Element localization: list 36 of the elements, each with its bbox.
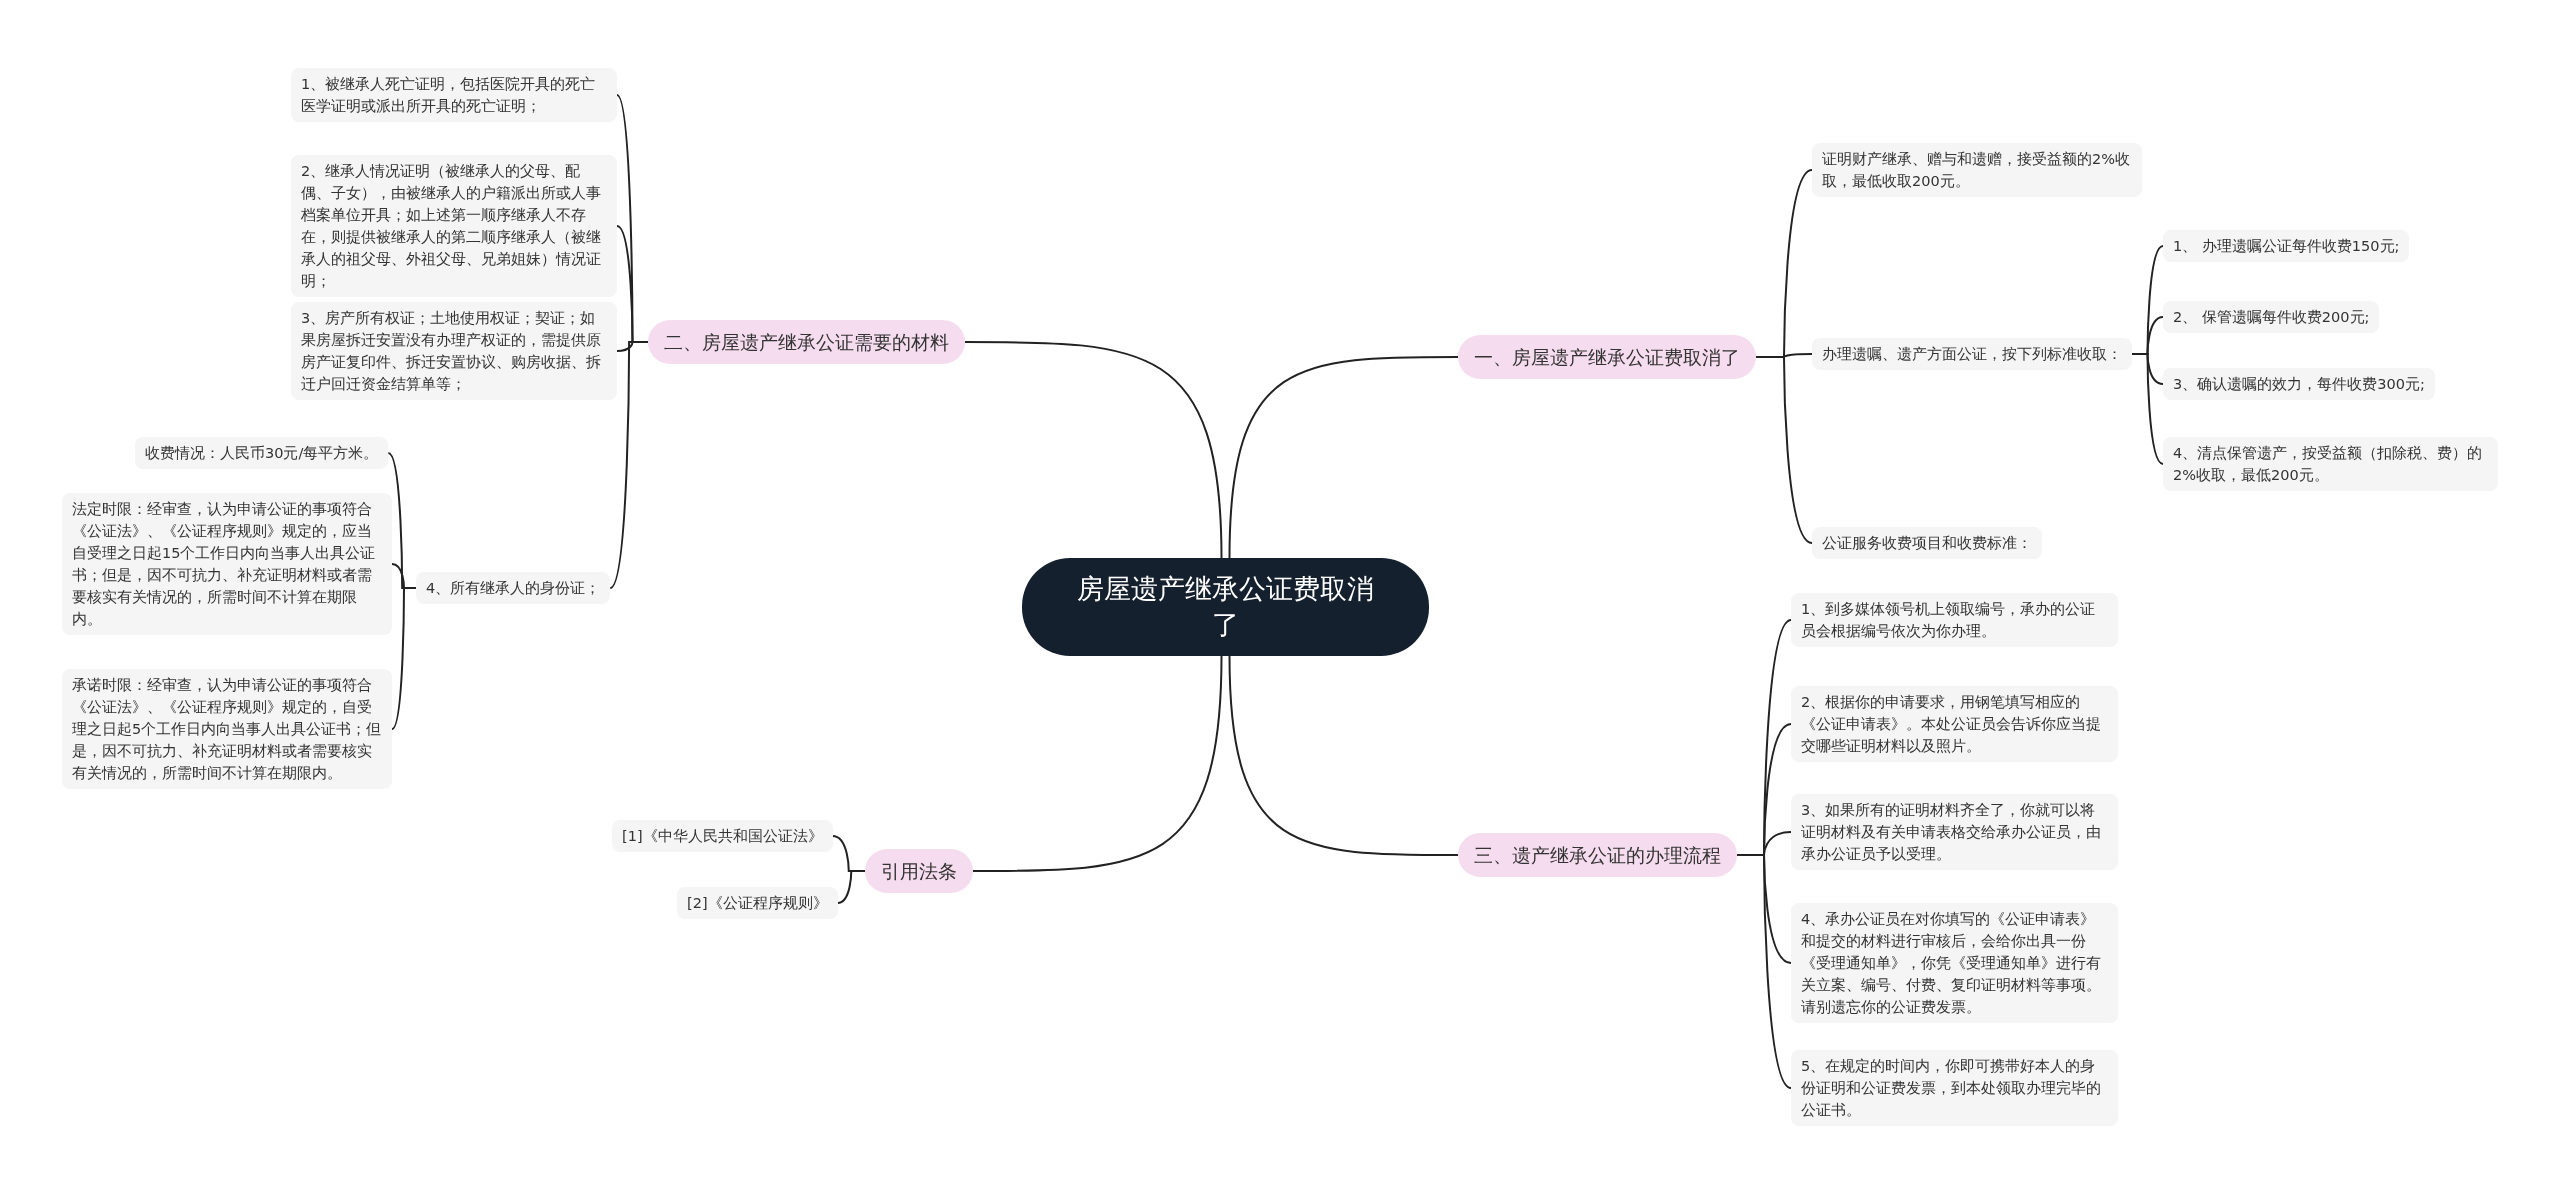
central-topic: 房屋遗产继承公证费取消了 xyxy=(1022,558,1429,656)
text-card: 1、到多媒体领号机上领取编号，承办的公证员会根据编号依次为你办理。 xyxy=(1791,593,2118,647)
topic-pill: 一、房屋遗产继承公证费取消了 xyxy=(1458,335,1756,379)
text-card: 1、 办理遗嘱公证每件收费150元; xyxy=(2163,230,2410,262)
text-card: 3、房产所有权证；土地使用权证；契证；如果房屋拆迁安置没有办理产权证的，需提供原房产证复印件、拆迁安置协议、购房收据、拆迁户回迁资金结算单等； xyxy=(291,302,617,400)
connector-line xyxy=(1755,356,1813,544)
connector-line xyxy=(972,655,1223,872)
text-card: 2、 保管遗嘱每件收费200元; xyxy=(2163,301,2380,333)
connector-line xyxy=(836,870,866,904)
connector-line xyxy=(964,341,1223,559)
text-card: 2、根据你的申请要求，用钢笔填写相应的《公证申请表》。本处公证员会告诉你应当提交哪些证明材料以及照片。 xyxy=(1791,686,2118,762)
text-card: 收费情况：人民币30元/每平方米。 xyxy=(135,437,389,469)
text-card: 3、确认遗嘱的效力，每件收费300元; xyxy=(2163,368,2435,400)
text-card: [2]《公证程序规则》 xyxy=(677,887,838,919)
connector-line xyxy=(2131,353,2164,465)
topic-pill: 三、遗产继承公证的办理流程 xyxy=(1458,833,1737,877)
connector-line xyxy=(1228,356,1459,559)
text-card: [1]《中华人民共和国公证法》 xyxy=(612,820,833,852)
text-card: 证明财产继承、赠与和遗赠，接受益额的2%收取，最低收取200元。 xyxy=(1812,143,2142,197)
text-card: 4、所有继承人的身份证； xyxy=(416,572,611,604)
connector-line xyxy=(391,587,417,730)
topic-pill: 二、房屋遗产继承公证需要的材料 xyxy=(648,320,965,364)
text-card: 承诺时限：经审查，认为申请公证的事项符合《公证法》、《公证程序规则》规定的，自受理之日起5个工作日内向当事人出具公证书；但是，因不可抗力、补充证明材料或者需要核实有关情况的，所需时间不计算在期限内。 xyxy=(62,669,392,789)
text-card: 公证服务收费项目和收费标准： xyxy=(1812,527,2042,559)
text-card: 1、被继承人死亡证明，包括医院开具的死亡医学证明或派出所开具的死亡证明； xyxy=(291,68,617,122)
topic-pill: 引用法条 xyxy=(865,849,973,893)
text-card: 4、清点保管遗产，按受益额（扣除税、费）的2%收取，最低200元。 xyxy=(2163,437,2498,491)
connector-line xyxy=(1228,655,1459,856)
text-card: 4、承办公证员在对你填写的《公证申请表》和提交的材料进行审核后，会给你出具一份《受理通知单》，你凭《受理通知单》进行有关立案、编号、付费、复印证明材料等事项。请别遗忘你的公证费发票。 xyxy=(1791,903,2118,1023)
text-card: 3、如果所有的证明材料齐全了，你就可以将证明材料及有关申请表格交给承办公证员，由承办公证员予以受理。 xyxy=(1791,794,2118,870)
connector-line xyxy=(1736,854,1792,1089)
text-card: 2、继承人情况证明（被继承人的父母、配偶、子女），由被继承人的户籍派出所或人事档案单位开具；如上述第一顺序继承人不存在，则提供被继承人的第二顺序继承人（被继承人的祖父母、外祖父母、兄弟姐妹）情况证明； xyxy=(291,155,617,297)
connector-line xyxy=(609,341,649,589)
text-card: 法定时限：经审查，认为申请公证的事项符合《公证法》、《公证程序规则》规定的，应当自受理之日起15个工作日内向当事人出具公证书；但是，因不可抗力、补充证明材料或者需要核实有关情况的，所需时间不计算在期限内。 xyxy=(62,493,392,635)
text-card: 办理遗嘱、遗产方面公证，按下列标准收取： xyxy=(1812,338,2132,370)
text-card: 5、在规定的时间内，你即可携带好本人的身份证明和公证费发票，到本处领取办理完毕的公证书。 xyxy=(1791,1050,2118,1126)
